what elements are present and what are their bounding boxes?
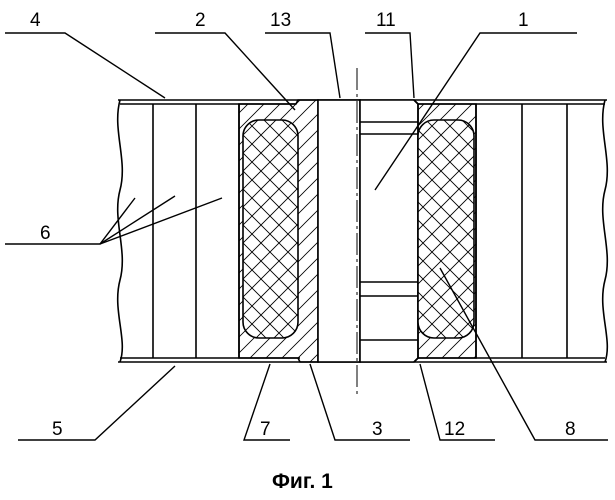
- leader-3: [310, 364, 410, 440]
- leader-11: [365, 33, 414, 98]
- label-1: 1: [518, 10, 529, 31]
- label-11: 11: [376, 10, 396, 31]
- label-4: 4: [30, 10, 41, 31]
- label-7: 7: [260, 419, 271, 440]
- leader-4: [5, 33, 165, 98]
- leader-6: [5, 198, 135, 244]
- leader-13: [265, 33, 340, 98]
- central-rod: [318, 100, 360, 362]
- label-6: 6: [40, 223, 51, 244]
- figure-caption: Фиг. 1: [272, 470, 333, 493]
- label-5: 5: [52, 419, 63, 440]
- label-8: 8: [565, 419, 576, 440]
- leader-2: [155, 33, 295, 110]
- leader-5: [18, 366, 175, 440]
- label-13: 13: [270, 10, 291, 31]
- right-break-edge: [603, 100, 608, 362]
- label-3: 3: [372, 419, 383, 440]
- label-2: 2: [195, 10, 206, 31]
- label-12: 12: [444, 419, 465, 440]
